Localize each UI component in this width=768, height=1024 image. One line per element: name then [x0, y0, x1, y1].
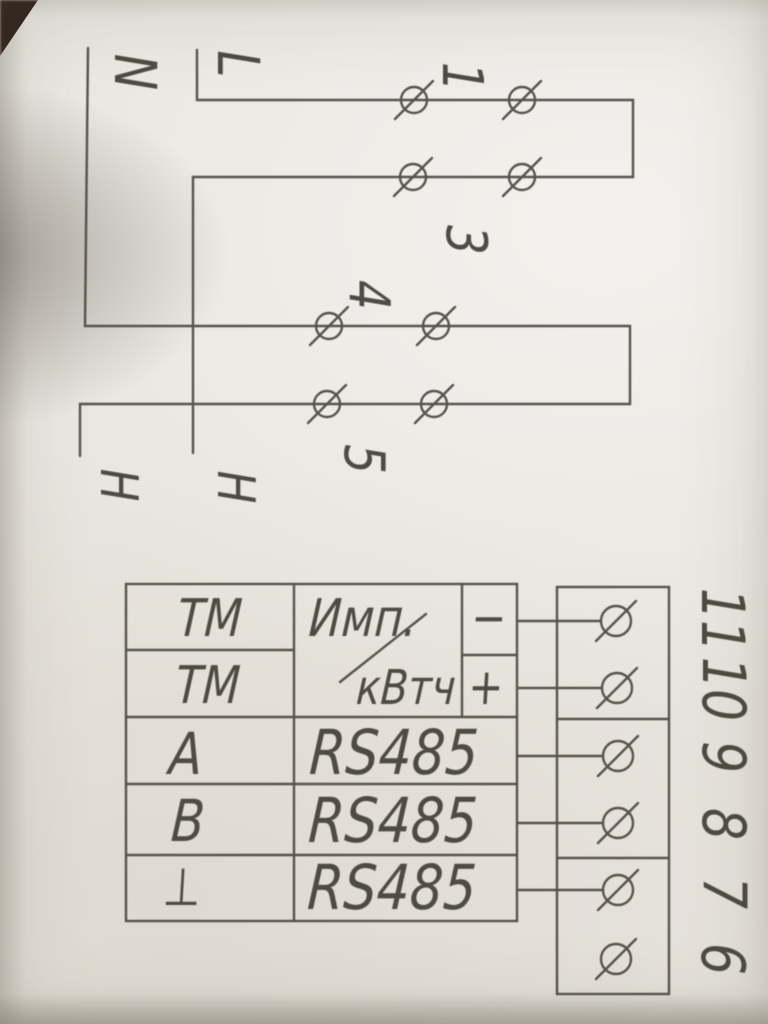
- pulse-rs485-wires: [515, 619, 605, 892]
- terminal-screw-icon: [306, 383, 348, 425]
- pulse-unit-numerator: Имп.: [307, 589, 419, 649]
- terminal-screw-icon: [501, 79, 543, 121]
- rs485-gnd-label: ⊥: [161, 858, 203, 918]
- pulse-plus-label: +: [466, 658, 506, 716]
- rs485-bus-label: RS485: [305, 851, 479, 924]
- terminal-screw-icon: [596, 734, 640, 778]
- terminal-screw-icon: [413, 383, 455, 425]
- terminal-screw-icon: [308, 305, 350, 347]
- terminal-screw-icon: [596, 868, 640, 912]
- terminal-screws-strip: [594, 599, 640, 981]
- rs485-b-label: В: [169, 787, 207, 855]
- terminal-screw-icon: [595, 666, 639, 710]
- terminal-3-label: 3: [433, 225, 498, 255]
- terminal-4-label: 4: [336, 280, 401, 310]
- strip-terminal-7-label: 7: [689, 876, 759, 910]
- neutral-circuit-lines: [78, 46, 632, 458]
- load-label-left: Н: [88, 468, 148, 502]
- terminal-screw-icon: [596, 801, 640, 845]
- pulse-minus-label: −: [469, 589, 509, 647]
- pulse-unit-denominator: кВтч: [354, 660, 458, 716]
- terminal-strip-box: [555, 585, 671, 996]
- load-label-right: Н: [205, 470, 265, 504]
- terminal-screw-icon: [501, 156, 543, 198]
- strip-terminal-9-label: 9: [688, 740, 758, 774]
- strip-terminal-6-label: 6: [687, 942, 757, 976]
- terminal-screws-top: [306, 79, 543, 425]
- rs485-a-label: А: [167, 720, 205, 788]
- strip-terminal-8-label: 8: [688, 807, 758, 841]
- table-row-tm2-label: ТМ: [174, 656, 242, 716]
- supply-neutral-label: N: [101, 53, 169, 91]
- rs485-bus-label: RS485: [307, 716, 481, 789]
- fraction-slash: [338, 612, 428, 684]
- terminal-screw-icon: [392, 156, 434, 198]
- terminal-screw-icon: [594, 599, 638, 643]
- terminal-screw-icon: [415, 305, 457, 347]
- terminal-1-label: 1: [429, 62, 494, 92]
- rs485-bus-label: RS485: [306, 784, 480, 857]
- terminal-table-grid: [124, 582, 519, 923]
- line-circuit-lines: [191, 48, 635, 455]
- strip-terminal-11-label: 11: [687, 587, 757, 653]
- terminal-screw-icon: [393, 79, 435, 121]
- supply-line-label: L: [204, 50, 272, 78]
- terminal-5-label: 5: [331, 444, 396, 474]
- table-row-tm1-label: ТМ: [176, 589, 244, 649]
- terminal-screw-icon: [594, 937, 638, 981]
- strip-terminal-10-label: 10: [688, 656, 758, 722]
